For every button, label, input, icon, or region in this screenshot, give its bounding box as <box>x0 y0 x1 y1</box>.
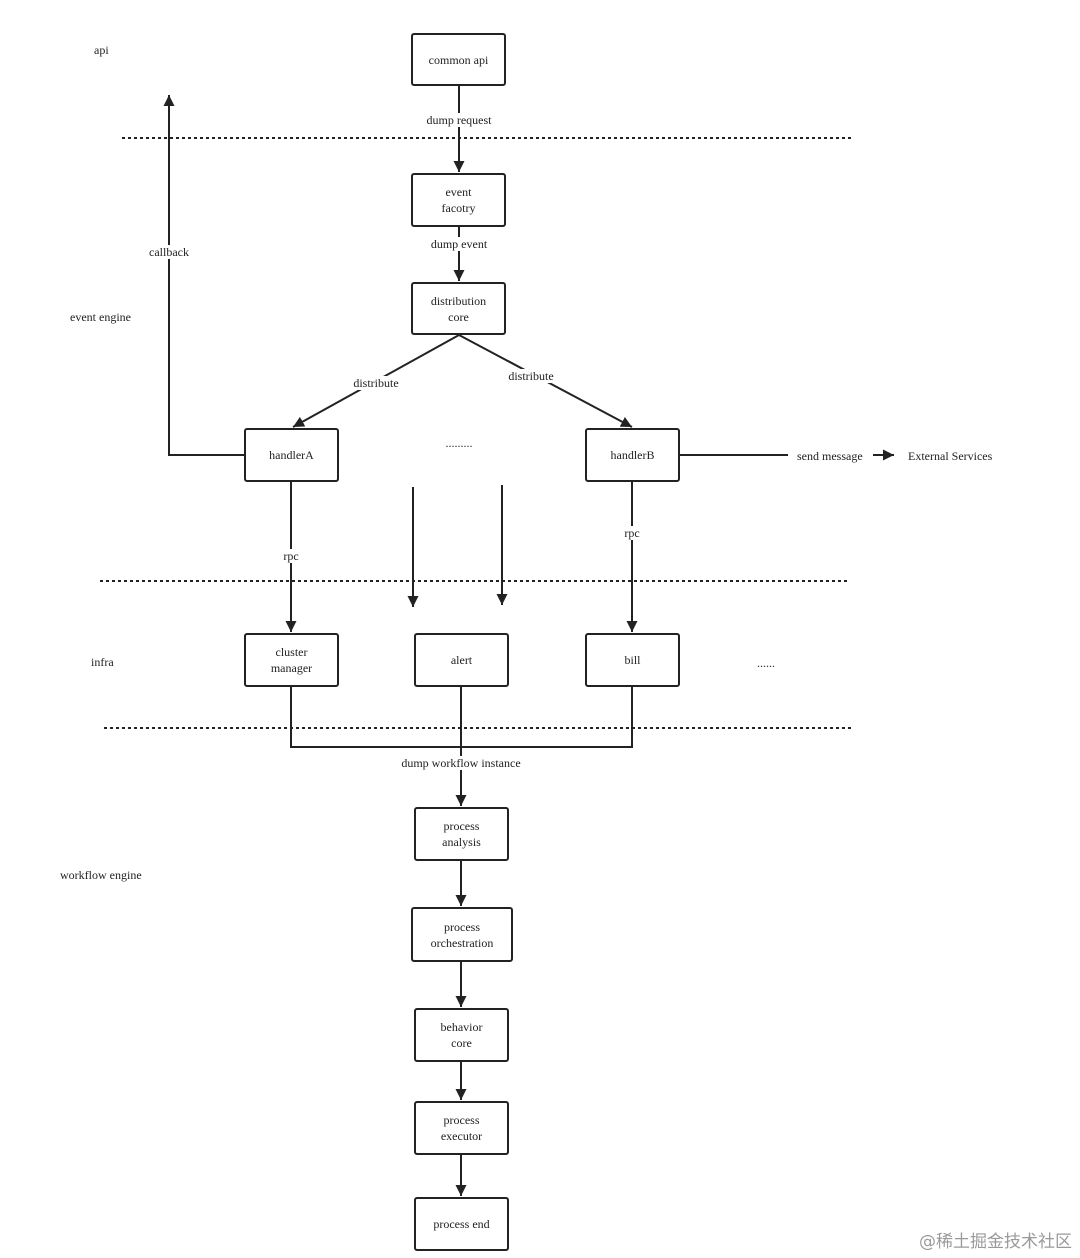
edge-label-dump-request: dump request <box>425 113 493 127</box>
node-distribution-core[interactable]: distribution core <box>411 282 506 335</box>
lane-label-api: api <box>94 43 109 57</box>
edge-label-rpc-right: rpc <box>623 526 641 540</box>
node-alert[interactable]: alert <box>414 633 509 687</box>
edge-callback <box>163 95 244 456</box>
node-handler-b[interactable]: handlerB <box>585 428 680 482</box>
lane-label-event-engine: event engine <box>70 310 131 324</box>
lane-label-workflow-engine: workflow engine <box>60 868 142 882</box>
infra-ellipsis: ...... <box>757 656 775 670</box>
node-event-factory[interactable]: event facotry <box>411 173 506 227</box>
edge-label-rpc-left: rpc <box>282 549 300 563</box>
node-common-api[interactable]: common api <box>411 33 506 86</box>
node-bill[interactable]: bill <box>585 633 680 687</box>
node-handler-a[interactable]: handlerA <box>244 428 339 482</box>
edge-label-callback: callback <box>148 245 190 259</box>
node-behavior-core[interactable]: behavior core <box>414 1008 509 1062</box>
watermark: @稀土掘金技术社区 <box>919 1232 1072 1252</box>
edge-label-distribute-right: distribute <box>507 369 555 383</box>
handlers-ellipsis: ......... <box>445 436 473 450</box>
edge-label-distribute-left: distribute <box>352 376 400 390</box>
node-process-analysis[interactable]: process analysis <box>414 807 509 861</box>
external-services-label: External Services <box>908 449 993 463</box>
edge-label-send-message: send message <box>797 449 863 463</box>
node-process-orchestration[interactable]: process orchestration <box>411 907 513 962</box>
node-process-end[interactable]: process end <box>414 1197 509 1251</box>
edge-label-dump-event: dump event <box>429 237 489 251</box>
node-process-executor[interactable]: process executor <box>414 1101 509 1155</box>
node-cluster-manager[interactable]: cluster manager <box>244 633 339 687</box>
edge-label-dump-workflow-instance: dump workflow instance <box>400 756 522 770</box>
lane-label-infra: infra <box>91 655 114 669</box>
